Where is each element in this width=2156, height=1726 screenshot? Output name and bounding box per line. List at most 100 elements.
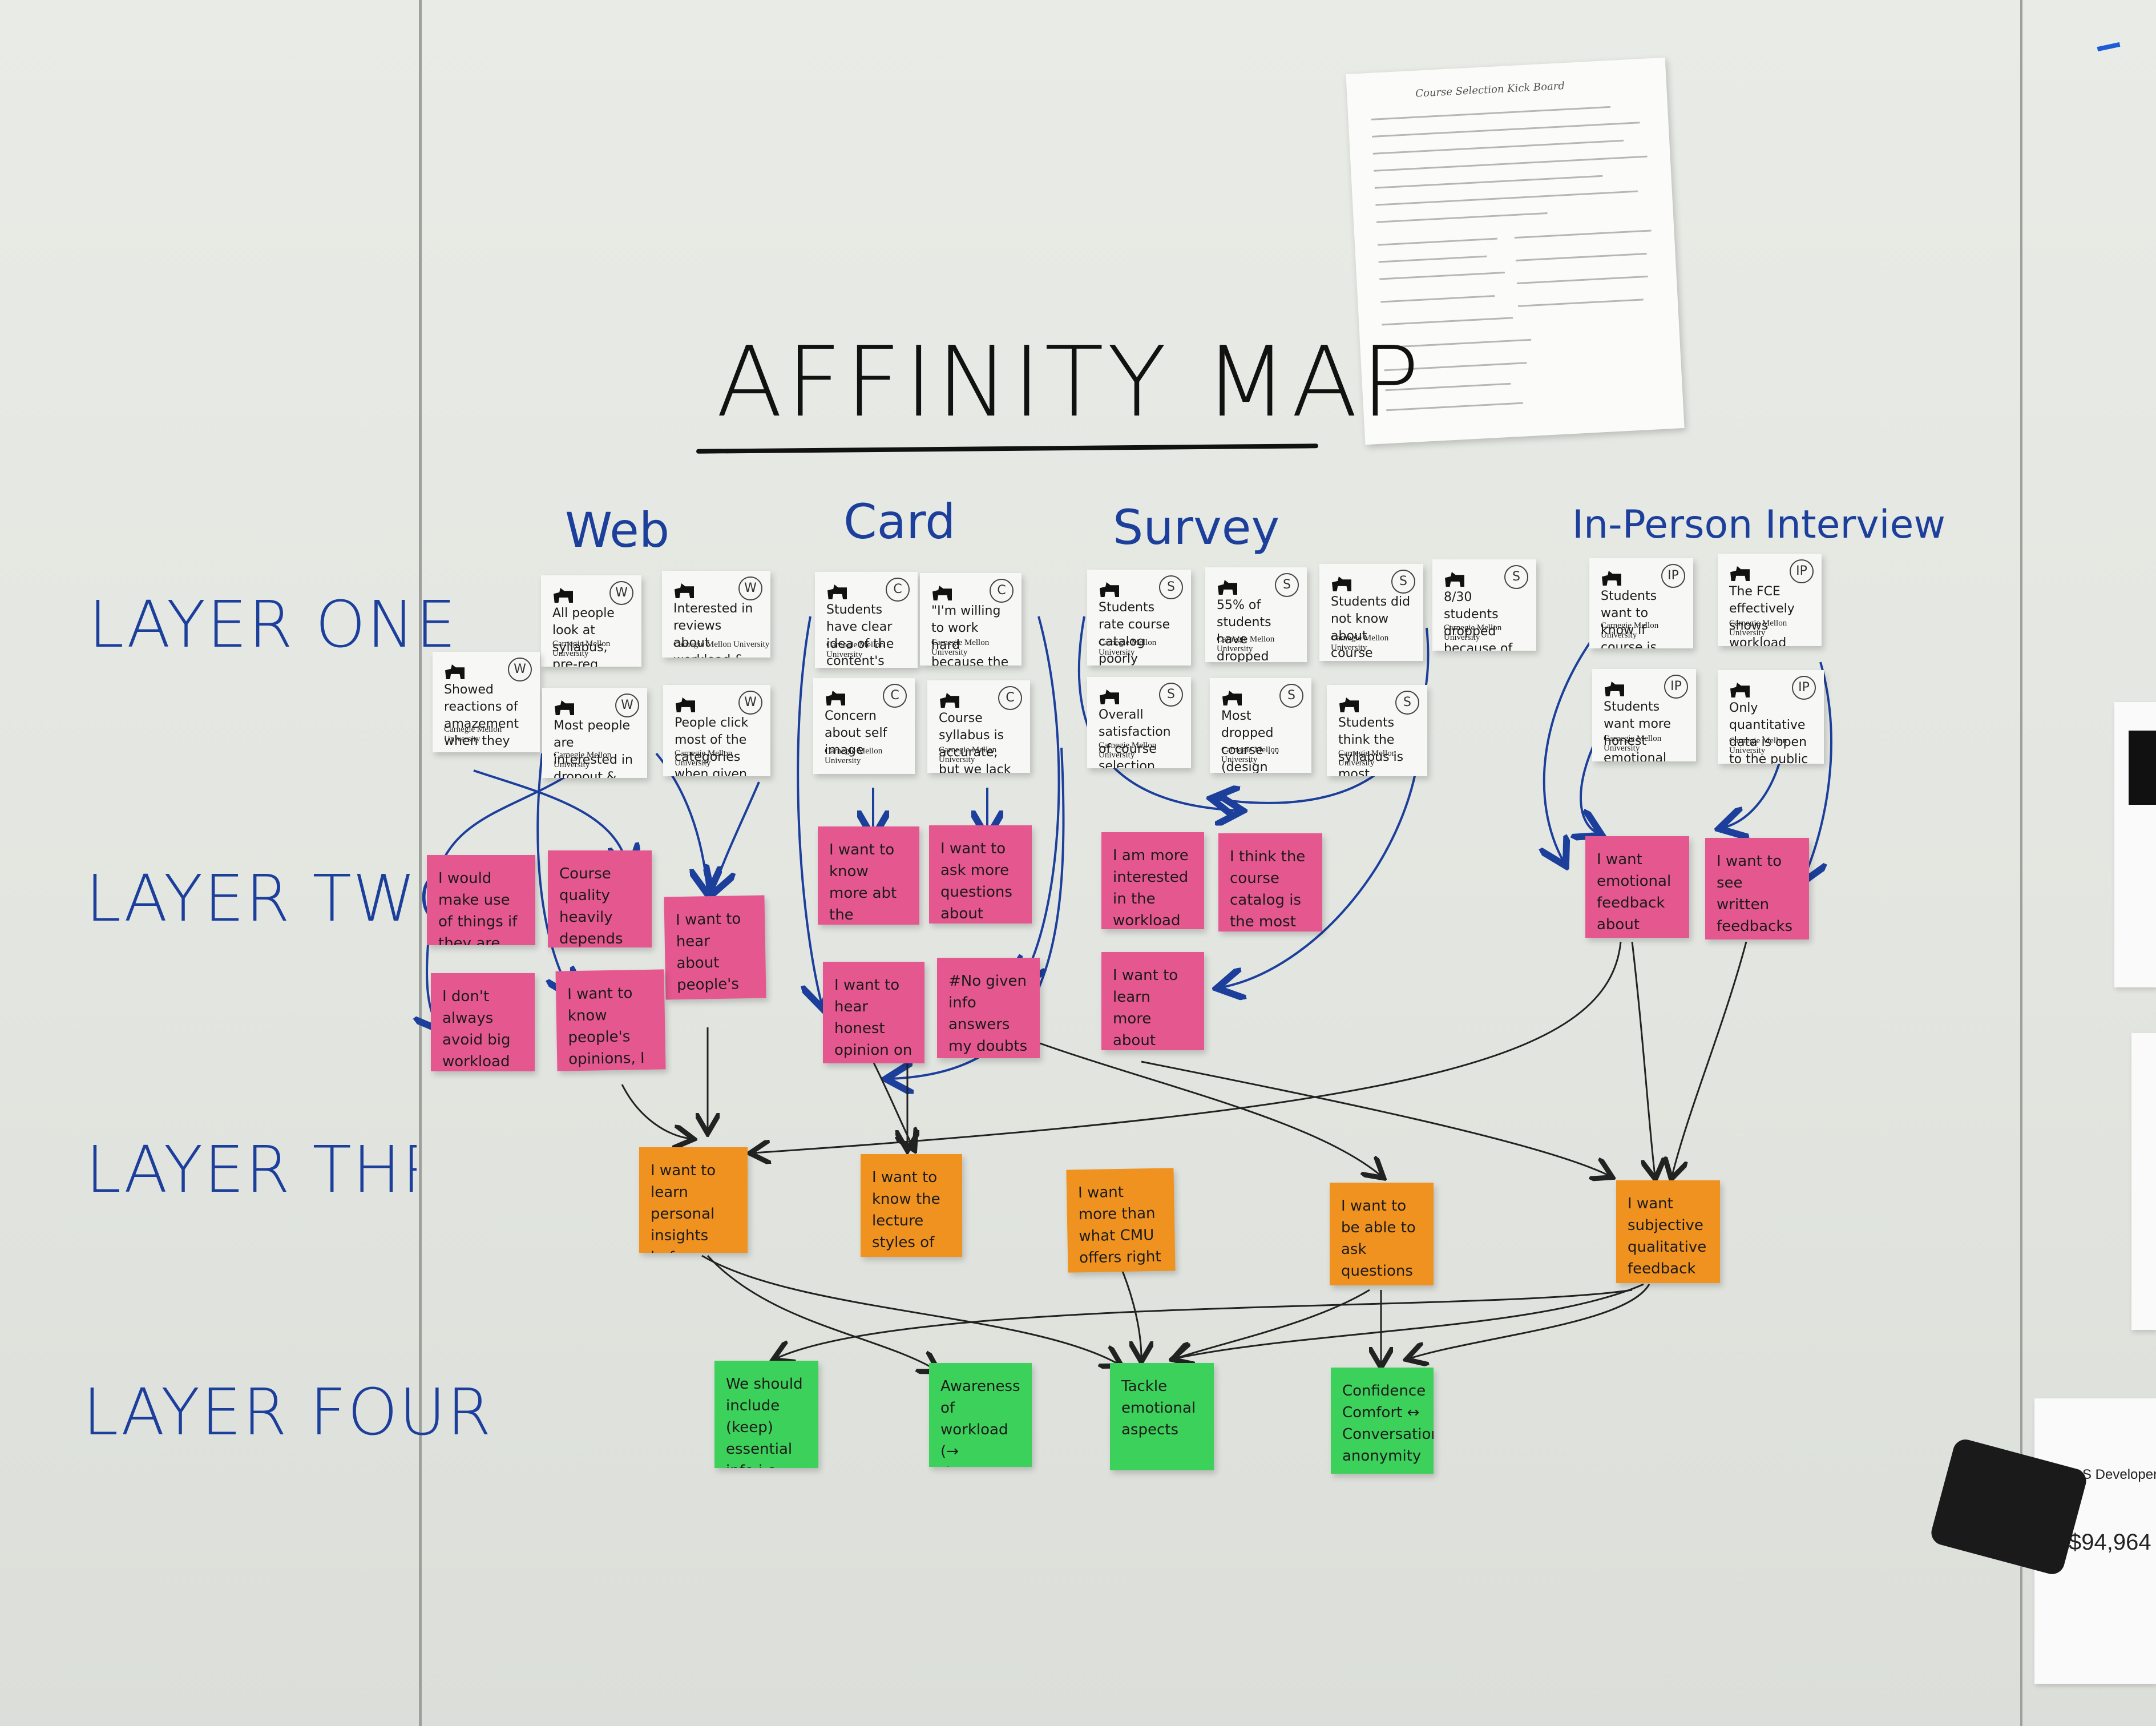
method-badge: S [1279, 684, 1303, 708]
university-label: Carnegie Mellon University [931, 638, 990, 657]
layer-two-note: I want to hear about people's experience… [664, 895, 766, 1000]
method-badge: C [886, 578, 910, 602]
whiteboard-edge-right [2020, 0, 2022, 1726]
university-label: Carnegie Mellon University [675, 749, 733, 768]
method-badge: S [1275, 573, 1299, 597]
layer-two-note: I want to hear honest opinion on the con… [823, 962, 924, 1063]
column-label-card: Card [843, 494, 956, 550]
university-label: Carnegie Mellon University [554, 751, 612, 769]
scottie-dog-logo-icon [445, 664, 465, 679]
method-badge: S [1159, 575, 1183, 599]
scottie-dog-logo-icon [1730, 566, 1750, 581]
whiteboard-edge-left [419, 0, 422, 1726]
layer-two-note: #No given info answers my doubts about t… [937, 958, 1040, 1058]
layer-two-note: I think the course catalog is the most c… [1218, 833, 1322, 931]
university-label: Carnegie Mellon University [1217, 635, 1275, 654]
row-label-layer-four: LAYER FOUR [83, 1376, 492, 1450]
university-label: Carnegie Mellon University [939, 745, 997, 764]
scottie-dog-logo-icon [932, 586, 952, 600]
method-badge: C [998, 686, 1022, 710]
scottie-dog-logo-icon [1339, 697, 1359, 712]
university-label: Carnegie Mellon University [1604, 734, 1662, 753]
scottie-dog-logo-icon [940, 693, 959, 708]
university-label: Carnegie Mellon University [1444, 623, 1502, 642]
layer-four-note: Awareness of workload (→ dropout rates) [929, 1363, 1032, 1467]
scottie-dog-logo-icon [1730, 683, 1750, 697]
column-label-survey: Survey [1113, 499, 1280, 555]
scottie-dog-logo-icon [827, 584, 847, 599]
scottie-dog-logo-icon [555, 700, 574, 715]
scottie-dog-logo-icon [1218, 580, 1237, 595]
layer-one-note: S8/30 students dropped because of worklo… [1432, 559, 1536, 651]
university-label: Carnegie Mellon University [1729, 619, 1787, 638]
method-badge: S [1391, 570, 1415, 594]
university-label: Carnegie Mellon University [1099, 638, 1157, 657]
scottie-dog-logo-icon [1602, 571, 1621, 586]
method-badge: IP [1792, 676, 1816, 700]
method-badge: W [738, 576, 762, 600]
method-badge: C [883, 684, 907, 708]
layer-three-note: I want to learn personal insights before… [639, 1147, 748, 1253]
university-label: Carnegie Mellon University [1338, 749, 1396, 768]
method-badge: S [1504, 565, 1528, 589]
side-paper-top [2114, 702, 2156, 987]
row-label-layer-three: LAYER THREE [86, 1133, 417, 1207]
university-label: Carnegie Mellon University [1331, 634, 1389, 652]
layer-four-note: Confidence Comfort ↔ Conversation anonym… [1331, 1368, 1434, 1474]
method-badge: W [738, 691, 762, 715]
layer-two-note: I would make use of things if they are r… [427, 855, 535, 945]
method-badge: W [609, 581, 633, 605]
layer-four-note: Tackle emotional aspects [1110, 1363, 1214, 1470]
method-badge: IP [1790, 559, 1814, 583]
layer-two-note: I want to ask more questions about aspec… [929, 825, 1032, 924]
layer-four-note: We should include (keep) essential info … [714, 1361, 818, 1468]
method-badge: S [1395, 691, 1419, 715]
layer-two-note: Course quality heavily depends on the pr… [548, 850, 652, 947]
university-label: Carnegie Mellon University [826, 640, 885, 659]
scottie-dog-logo-icon [1100, 582, 1119, 597]
university-label: Carnegie Mellon University [1221, 745, 1279, 764]
university-label: Carnegie Mellon University [444, 725, 502, 744]
layer-three-note: I want to be able to ask questions [1330, 1183, 1434, 1285]
scottie-dog-logo-icon [1605, 681, 1624, 696]
layer-one-note: S55% of students have dropped elective c… [1205, 567, 1307, 662]
layer-one-note: C"I'm willing to work hard because the c… [920, 573, 1022, 666]
scottie-dog-logo-icon [826, 691, 845, 705]
scottie-dog-logo-icon [1100, 689, 1119, 704]
column-label-web: Web [565, 502, 670, 558]
layer-two-note: I want to know people's opinions, I have… [555, 969, 666, 1071]
salary-amount: $94,964 [2069, 1530, 2151, 1555]
scottie-dog-logo-icon [1222, 691, 1242, 705]
scottie-dog-logo-icon [1445, 572, 1464, 587]
method-badge: C [990, 579, 1014, 603]
side-paper-middle [2131, 1033, 2156, 1330]
scottie-dog-logo-icon [554, 588, 573, 603]
layer-three-note: I want more than what CMU offers right n… [1066, 1168, 1176, 1273]
layer-three-note: I want to know the lecture styles of pro… [861, 1154, 962, 1257]
row-label-layer-two: LAYER TWO [86, 862, 469, 936]
university-label: Carnegie Mellon University [825, 747, 883, 765]
layer-two-note: I am more interested in the workload of … [1101, 832, 1204, 929]
method-badge: IP [1661, 564, 1685, 588]
scottie-dog-logo-icon [676, 697, 695, 712]
university-label: Carnegie Mellon University [1601, 621, 1659, 640]
scottie-dog-logo-icon [675, 583, 694, 598]
method-badge: S [1159, 683, 1183, 707]
